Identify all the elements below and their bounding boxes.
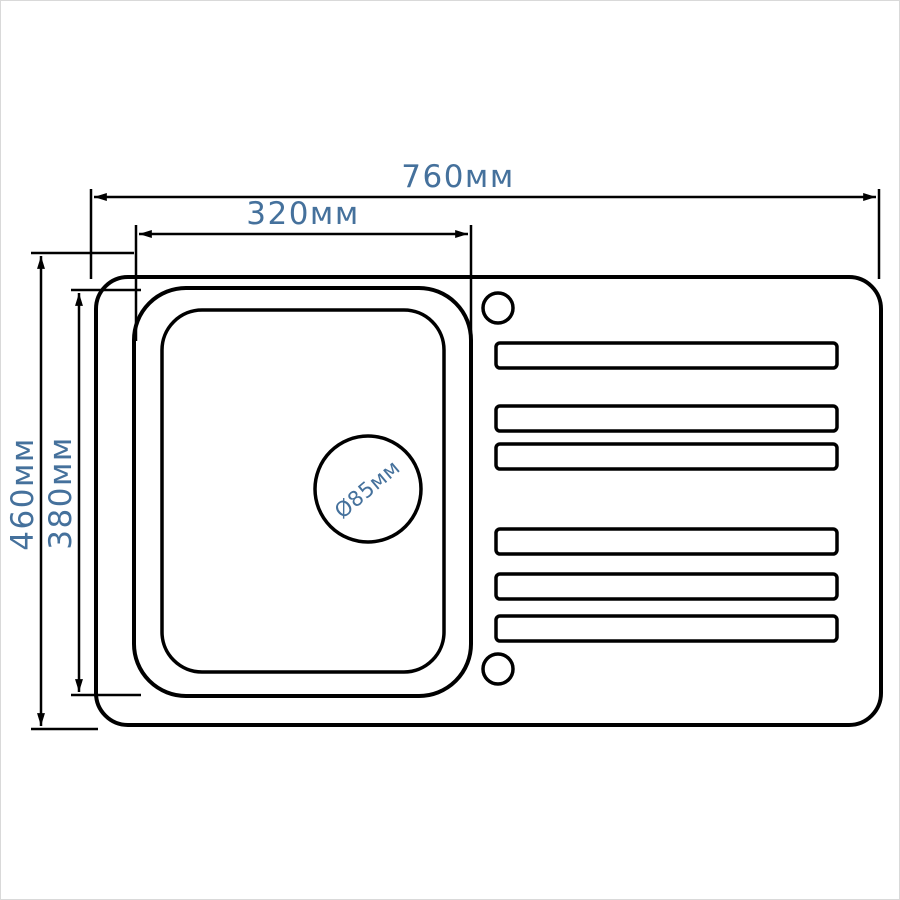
dim-460-label: 460мм [5, 437, 41, 550]
bowl-inner [160, 308, 446, 674]
dimension-bowl-height: 380мм [43, 288, 141, 697]
bowl-outer-rim [132, 286, 473, 698]
sink-body: Ø85мм [94, 275, 883, 727]
drain-diameter-label: Ø85мм [330, 455, 405, 523]
drainboard [494, 341, 839, 643]
dim-760-label: 760мм [401, 159, 514, 195]
drainboard-groove [494, 404, 839, 433]
dim-320-label: 320мм [246, 196, 359, 232]
drain-hole [313, 434, 423, 544]
sink-outline [94, 275, 883, 727]
dim-380-label: 380мм [43, 436, 79, 549]
dimension-overall-height: 460мм [5, 251, 134, 731]
faucet-hole-bottom [481, 652, 515, 686]
drainboard-groove [494, 341, 839, 370]
faucet-hole-top [481, 291, 515, 325]
drainboard-groove [494, 572, 839, 601]
dimension-bowl-width: 320мм [134, 196, 473, 341]
drainboard-groove [494, 527, 839, 556]
drainboard-groove [494, 614, 839, 643]
dimension-overall-width: 760мм [89, 159, 881, 279]
drainboard-groove [494, 442, 839, 471]
